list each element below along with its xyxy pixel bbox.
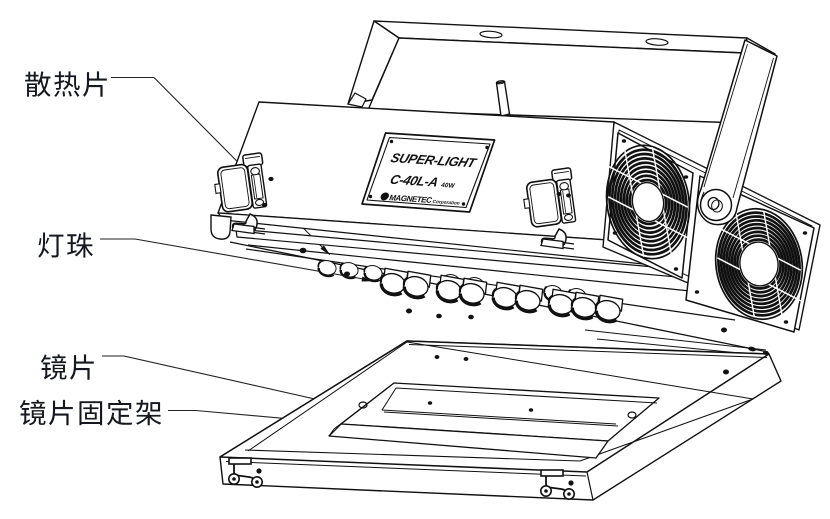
svg-text:MAGNETEC: MAGNETEC	[388, 193, 434, 204]
svg-text:Corporation: Corporation	[432, 199, 461, 207]
svg-text:SUPER-LIGHT: SUPER-LIGHT	[389, 150, 479, 170]
svg-text:C-40L-A: C-40L-A	[388, 172, 440, 190]
svg-text:40W: 40W	[440, 182, 456, 190]
